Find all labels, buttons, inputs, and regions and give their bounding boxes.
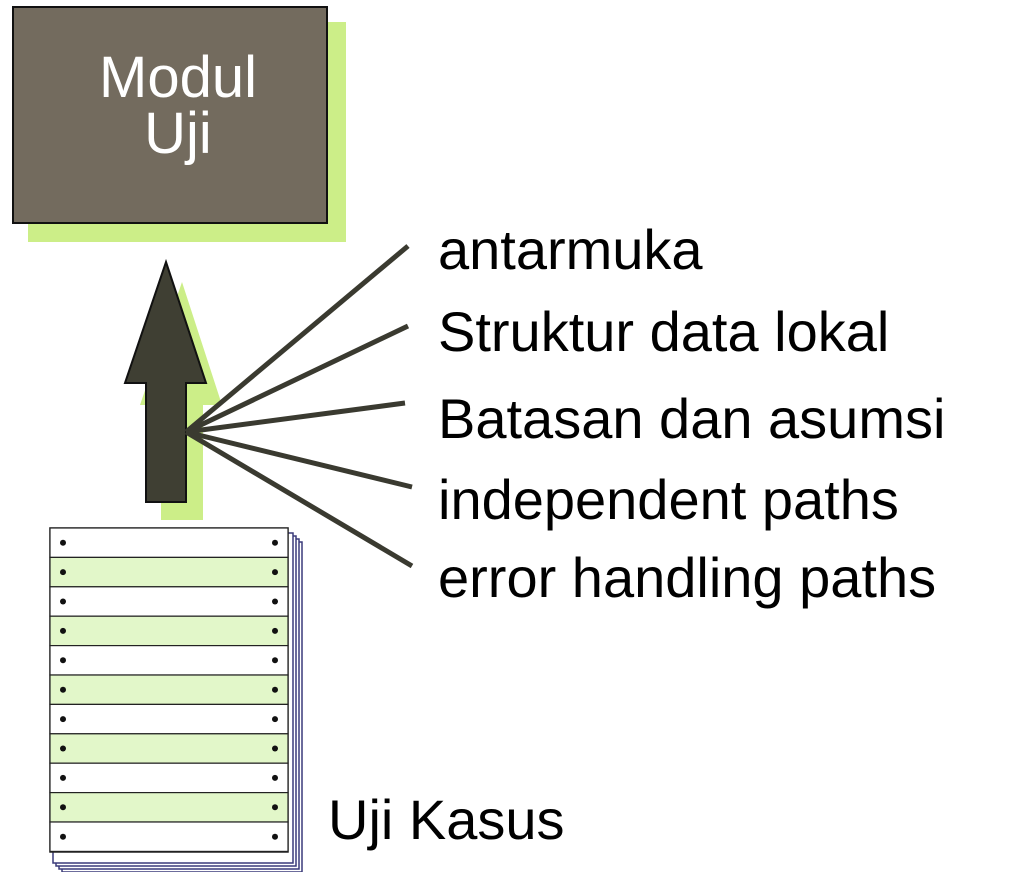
paper-row (49, 644, 289, 676)
paper-hole (272, 539, 278, 546)
paper-hole (60, 657, 66, 664)
paper-hole (60, 686, 66, 693)
paper-stack-icon (49, 527, 303, 872)
paper-hole (272, 598, 278, 605)
paper-row (49, 586, 289, 617)
paper-hole (60, 804, 66, 811)
paper-hole (60, 569, 66, 576)
connector-lines (184, 244, 414, 569)
aspect-label-independent: independent paths (438, 468, 899, 531)
connector-line-batasan (185, 400, 406, 435)
paper-row (49, 527, 289, 558)
paper-row (49, 615, 289, 647)
paper-hole (60, 627, 66, 634)
connector-line-struktur (184, 323, 410, 435)
paper-hole (60, 716, 66, 723)
aspect-label-batasan: Batasan dan asumsi (438, 387, 946, 450)
connector-line-independent (185, 429, 413, 490)
paper-hole (272, 716, 278, 723)
paper-hole (272, 804, 278, 811)
paper-hole (60, 539, 66, 546)
paper-row (49, 556, 289, 588)
module-title-line1: Modul (99, 45, 257, 110)
connector-line-antarmuka (184, 244, 410, 434)
arrow-up-icon (123, 258, 208, 503)
module-title-line2: Uji (144, 101, 212, 166)
aspect-label-antarmuka: antarmuka (438, 218, 703, 281)
paper-hole (272, 657, 278, 664)
paper-hole (60, 833, 66, 840)
paper-row (49, 791, 289, 823)
paper-row (49, 703, 289, 735)
aspect-label-error: error handling paths (438, 546, 937, 609)
paper-hole (60, 774, 66, 781)
paper-hole (272, 627, 278, 634)
paper-hole (272, 569, 278, 576)
module-box (12, 6, 328, 224)
test-cases-label: Uji Kasus (328, 788, 565, 851)
paper-hole (272, 745, 278, 752)
paper-row (49, 733, 289, 764)
paper-row (49, 821, 289, 852)
paper-row (49, 762, 289, 794)
paper-hole (272, 833, 278, 840)
paper-hole (272, 774, 278, 781)
paper-row (49, 674, 289, 705)
module-title: Modul Uji (12, 45, 344, 166)
paper-hole (60, 598, 66, 605)
paper-hole (60, 745, 66, 752)
connector-line-error (184, 429, 414, 569)
aspect-label-struktur: Struktur data lokal (438, 300, 890, 363)
paper-hole (272, 686, 278, 693)
